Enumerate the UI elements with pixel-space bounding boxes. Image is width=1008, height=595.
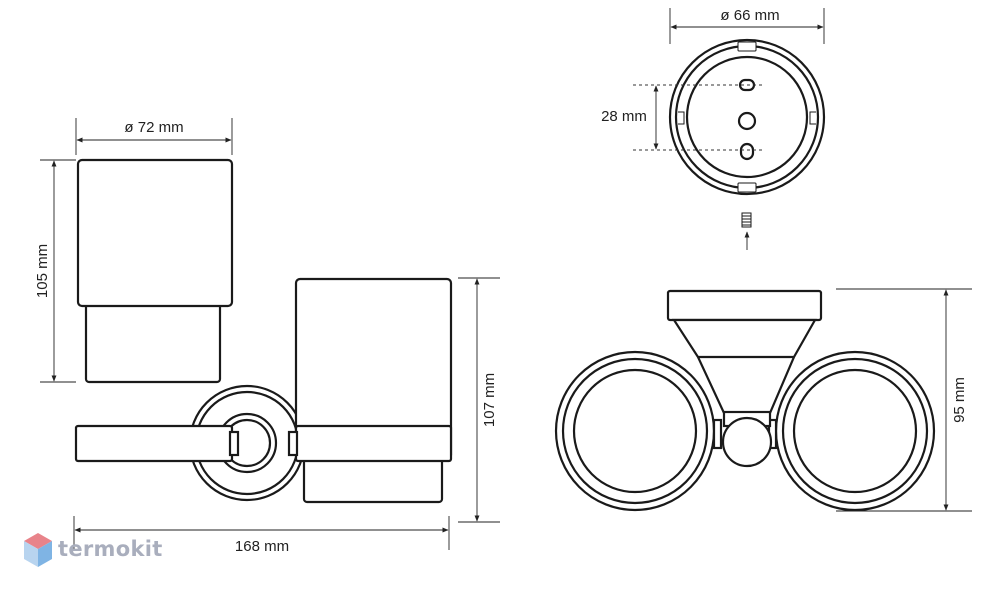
side-left-ring-inner bbox=[561, 357, 709, 505]
left-arm-connector bbox=[228, 430, 240, 457]
right-arm-connector bbox=[287, 430, 299, 457]
termokit-logo-icon bbox=[24, 533, 52, 567]
side-right-ring-inner bbox=[781, 357, 929, 505]
dim-front-cup-diameter: ø 72 mm bbox=[75, 118, 233, 155]
dim-label: 28 mm bbox=[601, 108, 647, 125]
dim-front-cup-height: 105 mm bbox=[34, 159, 76, 383]
side-left-ring-core bbox=[572, 368, 698, 494]
dim-base-diameter: ø 66 mm bbox=[669, 7, 825, 44]
dim-front-total-width: 168 mm bbox=[73, 516, 450, 555]
dim-mount-hole-spacing: 28 mm bbox=[601, 85, 659, 150]
right-cup bbox=[294, 277, 453, 504]
dim-label: ø 66 mm bbox=[720, 7, 779, 24]
mount-hole-center bbox=[737, 111, 757, 131]
base-plate-view: ø 66 mm 28 mm bbox=[601, 7, 826, 250]
dim-side-height: 95 mm bbox=[836, 288, 972, 512]
mount-slot-bottom bbox=[739, 142, 755, 161]
brand-watermark: termokit bbox=[58, 537, 163, 561]
screw-icon bbox=[741, 212, 752, 250]
side-view: 95 mm bbox=[554, 288, 972, 512]
dim-label: ø 72 mm bbox=[124, 119, 183, 136]
side-right-ring-core bbox=[792, 368, 918, 494]
side-neck bbox=[671, 318, 817, 415]
dim-label: 95 mm bbox=[951, 377, 968, 423]
right-holder-arm bbox=[294, 424, 453, 463]
side-left-ring-outer bbox=[554, 350, 716, 512]
side-wall-plate bbox=[666, 289, 823, 322]
dim-label: 168 mm bbox=[235, 538, 289, 555]
side-hub-ball bbox=[721, 416, 773, 468]
left-holder-arm bbox=[74, 424, 234, 463]
dim-label: 105 mm bbox=[34, 244, 51, 298]
front-view: ø 72 mm 105 mm 107 mm 168 mm bbox=[34, 118, 500, 555]
side-right-ring-outer bbox=[774, 350, 936, 512]
left-cup bbox=[76, 158, 234, 384]
dim-front-total-height: 107 mm bbox=[458, 277, 500, 523]
dim-label: 107 mm bbox=[481, 373, 498, 427]
